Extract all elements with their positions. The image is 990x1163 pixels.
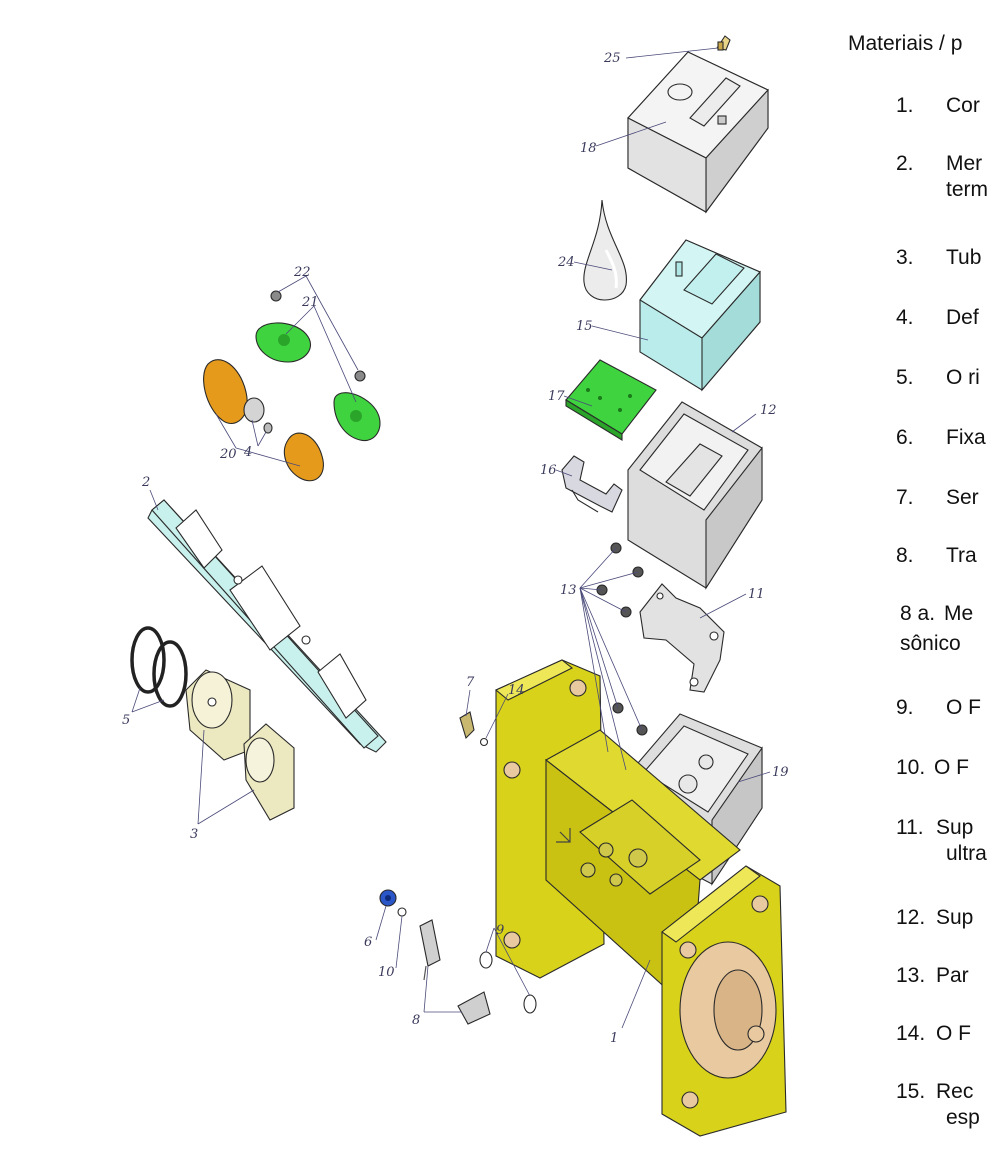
callout-24: 24: [557, 255, 575, 270]
item-number: 4.: [896, 306, 914, 329]
callout-16: 16: [540, 463, 557, 478]
item-text: Sup: [936, 906, 974, 929]
part-6-fixing: [379, 889, 397, 907]
callout-11: 11: [748, 587, 765, 602]
item-number: 13.: [896, 964, 926, 987]
callout-9: 9: [496, 923, 504, 938]
item-number: 1.: [896, 94, 914, 117]
item-number: 7.: [896, 486, 914, 509]
item-number: 8 a.: [900, 602, 936, 625]
callout-17: 17: [548, 389, 565, 404]
part-11-support: [639, 583, 725, 693]
part-15-housing: [639, 239, 761, 392]
item-number: 11.: [896, 816, 924, 839]
item-text: Sup: [936, 816, 974, 839]
callout-15: 15: [576, 319, 593, 334]
part-3-tubes: [185, 669, 295, 821]
callout-25: 25: [603, 51, 621, 66]
item-text-line2: sônico: [900, 632, 961, 655]
callout-6: 6: [364, 935, 372, 950]
part-22-screws: [270, 290, 366, 382]
item-text: Cor: [946, 94, 980, 117]
item-number: 3.: [896, 246, 914, 269]
callout-5: 5: [122, 713, 130, 728]
part-25-clip: [716, 35, 731, 51]
item-text: O ri: [946, 366, 980, 389]
part-18-top-cover: [627, 51, 769, 214]
part-7-sensor: [459, 711, 489, 747]
item-text: Tub: [946, 246, 982, 269]
part-12-frame: [627, 401, 763, 590]
part-20-orange-caps: [203, 359, 324, 482]
part-1-meter-body: [494, 659, 787, 1137]
callout-10: 10: [378, 965, 395, 980]
callout-20: 20: [219, 447, 237, 462]
leader-lines: [131, 47, 771, 1029]
part-24-drop: [583, 199, 627, 301]
callout-7: 7: [466, 675, 475, 690]
item-number: 14.: [896, 1022, 926, 1045]
callout-21: 21: [301, 295, 319, 310]
item-text: Def: [946, 306, 979, 329]
part-16-bracket: [561, 455, 623, 513]
parts-list: Materiais / p 1. Cor 2. Mer term 3. Tub …: [848, 28, 990, 1163]
callout-12: 12: [760, 403, 777, 418]
callout-labels: 25 18 24 15 17 16 12 11 19 13 7 14 9 6 1…: [122, 51, 789, 1046]
item-text: Par: [936, 964, 969, 987]
item-text: Mer: [946, 152, 983, 175]
item-text-line2: esp: [946, 1106, 980, 1129]
parts-list-title: Materiais / p: [848, 32, 963, 55]
item-text-line2: term: [946, 178, 988, 201]
callout-19: 19: [772, 765, 789, 780]
callout-4: 4: [243, 445, 252, 460]
item-number: 9.: [896, 696, 914, 719]
item-number: 6.: [896, 426, 914, 449]
item-text: O F: [934, 756, 969, 779]
item-text-line2: ultra: [946, 842, 987, 865]
item-text: Rec: [936, 1080, 974, 1103]
callout-8: 8: [412, 1013, 420, 1028]
part-4-deflector: [243, 397, 273, 434]
callout-3: 3: [190, 827, 198, 842]
callout-14: 14: [508, 683, 525, 698]
item-number: 15.: [896, 1080, 926, 1103]
part-17-pcb: [565, 359, 657, 441]
callout-2: 2: [141, 475, 150, 490]
item-text: Me: [944, 602, 974, 625]
part-2-gasket: [147, 499, 387, 753]
part-5-orings: [130, 626, 188, 708]
item-number: 8.: [896, 544, 914, 567]
callout-13: 13: [560, 583, 577, 598]
item-text: O F: [936, 1022, 971, 1045]
item-text: Ser: [946, 486, 979, 509]
item-number: 10.: [896, 756, 926, 779]
item-number: 2.: [896, 152, 914, 175]
item-text: Fixa: [946, 426, 986, 449]
item-text: O F: [946, 696, 981, 719]
item-text: Tra: [946, 544, 977, 567]
part-21-green-caps: [255, 322, 381, 442]
item-number: 5.: [896, 366, 914, 389]
callout-22: 22: [293, 265, 311, 280]
callout-1: 1: [610, 1031, 618, 1046]
part-8-transducers: [419, 919, 491, 1025]
item-number: 12.: [896, 906, 926, 929]
callout-18: 18: [580, 141, 597, 156]
part-10-oring: [397, 907, 407, 917]
